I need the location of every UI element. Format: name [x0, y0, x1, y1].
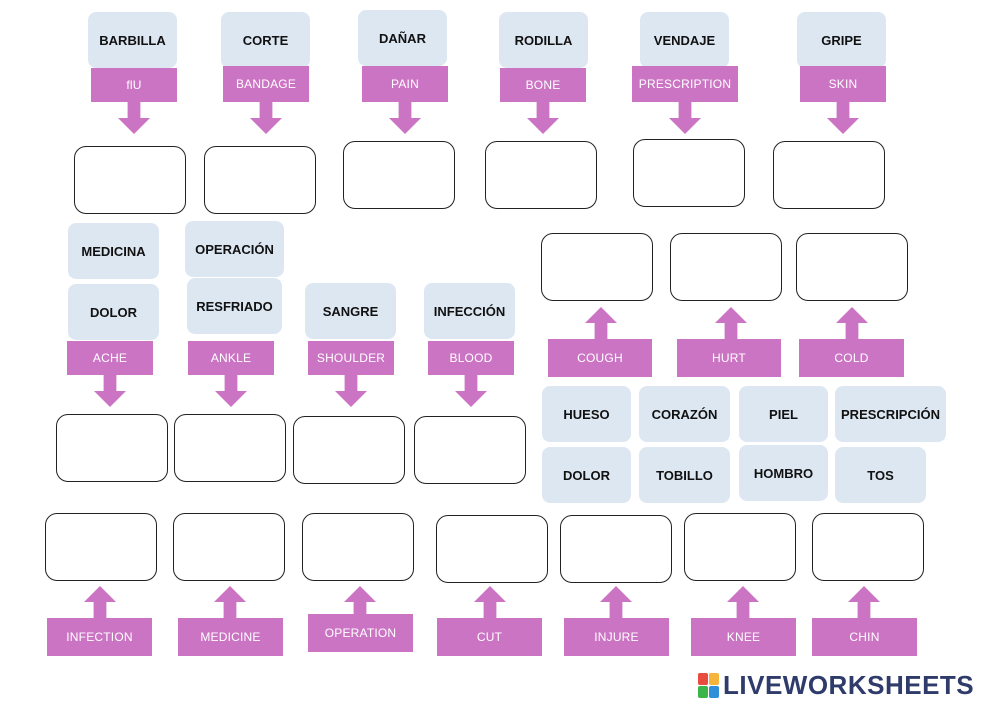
label-pain: PAIN — [362, 66, 448, 102]
drop-box-ankle[interactable] — [174, 414, 286, 482]
word-chip-corazon[interactable]: CORAZÓN — [639, 386, 730, 442]
label-chin: CHIN — [812, 618, 917, 656]
word-chip-prescripcion[interactable]: PRESCRIPCIÓN — [835, 386, 946, 442]
word-chip-piel[interactable]: PIEL — [739, 386, 828, 442]
drop-box-cough[interactable] — [541, 233, 653, 301]
drop-box-injure[interactable] — [560, 515, 672, 583]
word-chip-tobillo[interactable]: TOBILLO — [639, 447, 730, 503]
arrow-up-icon — [474, 586, 506, 618]
arrow-up-icon — [836, 307, 868, 339]
drop-box-skin[interactable] — [773, 141, 885, 209]
word-chip-resfriado[interactable]: RESFRIADO — [187, 278, 282, 334]
label-bandage: BANDAGE — [223, 66, 309, 102]
arrow-down-icon — [335, 375, 367, 407]
arrow-down-icon — [827, 102, 859, 134]
drop-box-ache[interactable] — [56, 414, 168, 482]
arrow-up-icon — [715, 307, 747, 339]
arrow-down-icon — [94, 375, 126, 407]
label-cut: CUT — [437, 618, 542, 656]
label-injure: INJURE — [564, 618, 669, 656]
word-chip-hueso[interactable]: HUESO — [542, 386, 631, 442]
arrow-down-icon — [527, 102, 559, 134]
drop-box-pain[interactable] — [343, 141, 455, 209]
drop-box-chin[interactable] — [812, 513, 924, 581]
arrow-down-icon — [669, 102, 701, 134]
drop-box-hurt[interactable] — [670, 233, 782, 301]
word-chip-corte[interactable]: CORTE — [221, 12, 310, 68]
arrow-up-icon — [600, 586, 632, 618]
label-skin: SKIN — [800, 66, 886, 102]
label-shoulder: SHOULDER — [308, 341, 394, 375]
arrow-down-icon — [455, 375, 487, 407]
word-chip-dolor-2[interactable]: DOLOR — [542, 447, 631, 503]
liveworksheets-logo-text: LIVEWORKSHEETS — [723, 670, 975, 700]
arrow-down-icon — [118, 102, 150, 134]
drop-box-infection[interactable] — [45, 513, 157, 581]
word-chip-rodilla[interactable]: RODILLA — [499, 12, 588, 68]
arrow-down-icon — [215, 375, 247, 407]
label-hurt: HURT — [677, 339, 781, 377]
drop-box-cut[interactable] — [436, 515, 548, 583]
label-cold: COLD — [799, 339, 904, 377]
label-prescription: PRESCRIPTION — [632, 66, 738, 102]
drop-box-medicine[interactable] — [173, 513, 285, 581]
word-chip-operacion[interactable]: OPERACIÓN — [185, 221, 284, 277]
label-blood: BLOOD — [428, 341, 514, 375]
drop-box-bone[interactable] — [485, 141, 597, 209]
arrow-up-icon — [727, 586, 759, 618]
drop-box-cold[interactable] — [796, 233, 908, 301]
arrow-up-icon — [585, 307, 617, 339]
word-chip-sangre[interactable]: SANGRE — [305, 283, 396, 339]
word-chip-barbilla[interactable]: BARBILLA — [88, 12, 177, 68]
word-chip-tos[interactable]: TOS — [835, 447, 926, 503]
liveworksheets-logo-icon — [698, 672, 720, 699]
word-chip-danar[interactable]: DAÑAR — [358, 10, 447, 66]
drop-box-operation[interactable] — [302, 513, 414, 581]
label-medicine: MEDICINE — [178, 618, 283, 656]
drop-box-flu[interactable] — [74, 146, 186, 214]
arrow-up-icon — [848, 586, 880, 618]
arrow-down-icon — [389, 102, 421, 134]
label-cough: COUGH — [548, 339, 652, 377]
label-operation: OPERATION — [308, 614, 413, 652]
drop-box-shoulder[interactable] — [293, 416, 405, 484]
word-chip-medicina[interactable]: MEDICINA — [68, 223, 159, 279]
drop-box-bandage[interactable] — [204, 146, 316, 214]
label-infection: INFECTION — [47, 618, 152, 656]
label-ache: ACHE — [67, 341, 153, 375]
drop-box-blood[interactable] — [414, 416, 526, 484]
drop-box-knee[interactable] — [684, 513, 796, 581]
label-flu: flU — [91, 68, 177, 102]
word-chip-vendaje[interactable]: VENDAJE — [640, 12, 729, 68]
arrow-down-icon — [250, 102, 282, 134]
label-knee: KNEE — [691, 618, 796, 656]
drop-box-prescription[interactable] — [633, 139, 745, 207]
arrow-up-icon — [214, 586, 246, 618]
arrow-up-icon — [84, 586, 116, 618]
word-chip-gripe[interactable]: GRIPE — [797, 12, 886, 68]
liveworksheets-logo: LIVEWORKSHEETS — [698, 670, 974, 701]
label-ankle: ANKLE — [188, 341, 274, 375]
word-chip-dolor-1[interactable]: DOLOR — [68, 284, 159, 340]
word-chip-infeccion[interactable]: INFECCIÓN — [424, 283, 515, 339]
label-bone: BONE — [500, 68, 586, 102]
word-chip-hombro[interactable]: HOMBRO — [739, 445, 828, 501]
